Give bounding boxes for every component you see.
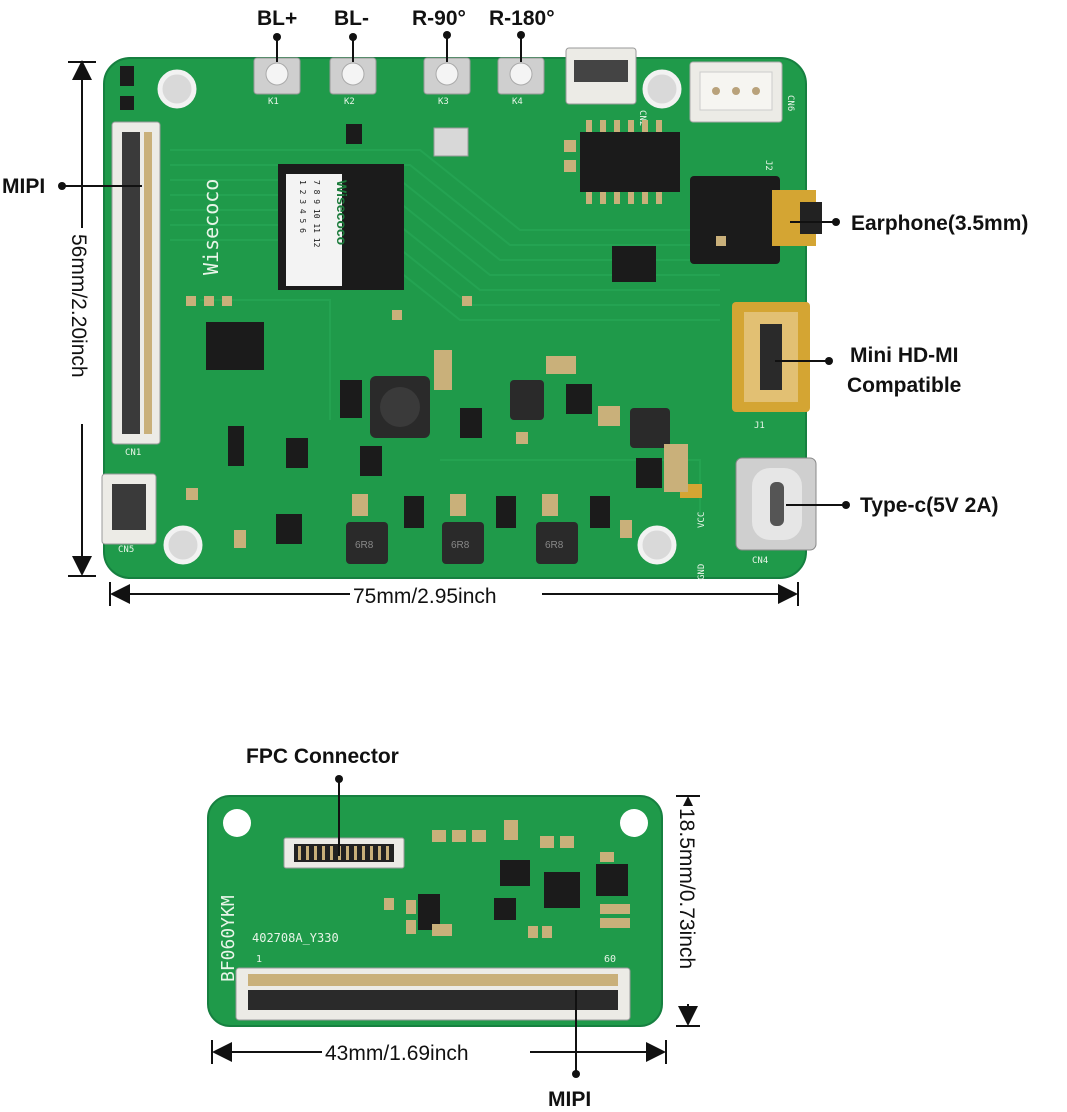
inductor-mid [510, 380, 544, 420]
k2-silk: K2 [344, 97, 355, 107]
label-typec: Type-c(5V 2A) [860, 494, 998, 517]
mini-hdmi-port: J1 [732, 302, 810, 431]
earphone-jack: J2 [690, 160, 822, 264]
cn5-silk: CN5 [118, 545, 134, 555]
adapter-passives [384, 820, 630, 938]
button-k4: K4 [497, 57, 545, 107]
label-bl-plus: BL+ [257, 7, 297, 30]
main-board: K1 K2 K3 K4 CN2 C [101, 47, 822, 580]
label-bl-minus: BL- [334, 7, 369, 30]
mounting-holes [157, 69, 682, 565]
inductor-large [370, 376, 430, 438]
dim-adapter-width: 43mm/1.69inch [325, 1042, 469, 1065]
j1-silk: J1 [754, 421, 765, 431]
inductor-6r8-b: 6R8 [442, 522, 484, 564]
inductor-6r8-a: 6R8 [346, 522, 388, 564]
main-annotations: BL+ BL- R-90° R-180° MIPI Earphone(3.5mm… [2, 7, 1028, 608]
label-mipi-bottom: MIPI [548, 1088, 591, 1111]
k3-silk: K3 [438, 97, 449, 107]
label-hdmi-line1: Mini HD-MI [850, 344, 958, 367]
inductor-c-silk: 6R8 [545, 540, 564, 551]
j2-silk: J2 [763, 160, 773, 171]
dim-main-height: 56mm/2.20inch [67, 234, 90, 378]
inductor-a-silk: 6R8 [355, 540, 374, 551]
cn4-silk: CN4 [752, 556, 768, 566]
pin-60-silk: 60 [604, 954, 616, 965]
chip-brand-label: Wisecoco [334, 180, 350, 245]
cn6-header: CN6 [689, 61, 795, 123]
cn1-mipi-connector: CN1 [111, 121, 161, 458]
button-k1: K1 [253, 57, 301, 107]
label-earphone: Earphone(3.5mm) [851, 212, 1028, 235]
adapter-mipi-connector [235, 967, 631, 1021]
ic-top-right [580, 120, 680, 204]
passives [186, 140, 726, 548]
adapter-hole-left [223, 809, 251, 837]
label-mipi-top: MIPI [2, 175, 45, 198]
adapter-board: BF060YKM 402708A_Y330 1 60 [207, 795, 663, 1027]
adapter-model-silk: BF060YKM [218, 895, 239, 982]
chip-grid-row1: 1 2 3 4 5 6 [298, 180, 307, 233]
cn1-silk: CN1 [125, 448, 141, 458]
label-r90: R-90° [412, 7, 466, 30]
k4-silk: K4 [512, 97, 523, 107]
inductor-6r8-c: 6R8 [536, 522, 578, 564]
k1-silk: K1 [268, 97, 279, 107]
inductor-right [630, 408, 670, 448]
button-k3: K3 [423, 57, 471, 107]
adapter-annotations: FPC Connector MIPI 18.5mm/0.73inch 43mm/… [211, 745, 702, 1111]
vcc-silk: VCC [697, 512, 707, 528]
cn5-connector: CN5 [101, 473, 157, 555]
cn2-connector: CN2 [565, 47, 647, 126]
cn2-silk: CN2 [637, 110, 647, 126]
adapter-fpc-connector [283, 837, 405, 869]
chip-grid-row2: 7 8 9 10 11 12 [312, 180, 321, 248]
typec-port: CN4 [735, 457, 817, 566]
label-hdmi-line2: Compatible [847, 374, 961, 397]
adapter-ics [418, 860, 628, 930]
pin-1-silk: 1 [256, 954, 262, 965]
small-components [120, 66, 662, 544]
gnd-silk: GND [697, 564, 707, 580]
label-r180: R-180° [489, 7, 555, 30]
dim-main-width: 75mm/2.95inch [353, 585, 497, 608]
button-k2: K2 [329, 57, 377, 107]
dim-adapter-height: 18.5mm/0.73inch [675, 808, 698, 969]
label-fpc: FPC Connector [246, 745, 399, 768]
adapter-hole-right [620, 809, 648, 837]
brand-silk: Wisecoco [199, 179, 223, 275]
inductor-b-silk: 6R8 [451, 540, 470, 551]
main-chip: Wisecoco 1 2 3 4 5 6 7 8 9 10 11 12 [278, 164, 404, 290]
cn6-silk: CN6 [785, 95, 795, 111]
adapter-code-silk: 402708A_Y330 [252, 931, 339, 945]
crystal [433, 127, 469, 157]
